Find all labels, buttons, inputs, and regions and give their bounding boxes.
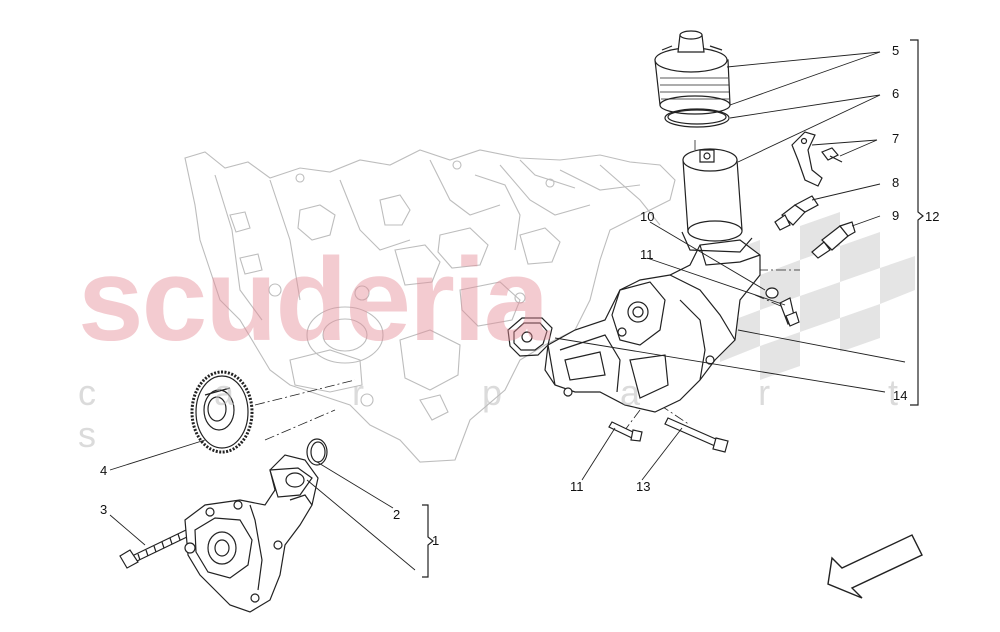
callout-10: 10 bbox=[640, 209, 655, 224]
callout-12: 12 bbox=[925, 209, 940, 224]
engine-block-outline bbox=[184, 149, 676, 463]
callout-4: 4 bbox=[100, 463, 108, 478]
callout-13: 13 bbox=[636, 479, 651, 494]
long-bolt-part bbox=[119, 529, 190, 569]
callout-1: 1 bbox=[432, 533, 440, 548]
long-housing-bolt-part bbox=[664, 417, 729, 453]
leader-lines bbox=[109, 51, 906, 571]
callout-6: 6 bbox=[892, 86, 900, 101]
callout-11-lower: 11 bbox=[570, 479, 584, 494]
callout-11-upper: 11 bbox=[640, 247, 654, 262]
callout-2: 2 bbox=[393, 507, 401, 522]
callout-8: 8 bbox=[892, 175, 900, 190]
drive-gear-part bbox=[190, 370, 254, 454]
callout-3: 3 bbox=[100, 502, 108, 517]
filter-cap-part bbox=[654, 30, 731, 115]
callout-14: 14 bbox=[893, 388, 908, 403]
cap-o-ring-part bbox=[664, 108, 730, 128]
oil-filter-housing-part bbox=[544, 239, 761, 413]
callout-5: 5 bbox=[892, 43, 900, 58]
assembly-brackets bbox=[422, 39, 924, 578]
o-ring-part bbox=[306, 438, 328, 466]
gasket-part bbox=[507, 317, 553, 357]
callout-9: 9 bbox=[892, 208, 900, 223]
oil-pump-part bbox=[184, 454, 319, 613]
temperature-sensor-part bbox=[811, 221, 856, 259]
checkered-flag-icon bbox=[720, 212, 915, 380]
callout-7: 7 bbox=[892, 131, 900, 146]
housing-bolt-part bbox=[608, 421, 643, 442]
bracket-part bbox=[791, 131, 843, 187]
outline-arrow-icon bbox=[827, 534, 923, 599]
filter-housing-tube-part bbox=[681, 148, 753, 253]
